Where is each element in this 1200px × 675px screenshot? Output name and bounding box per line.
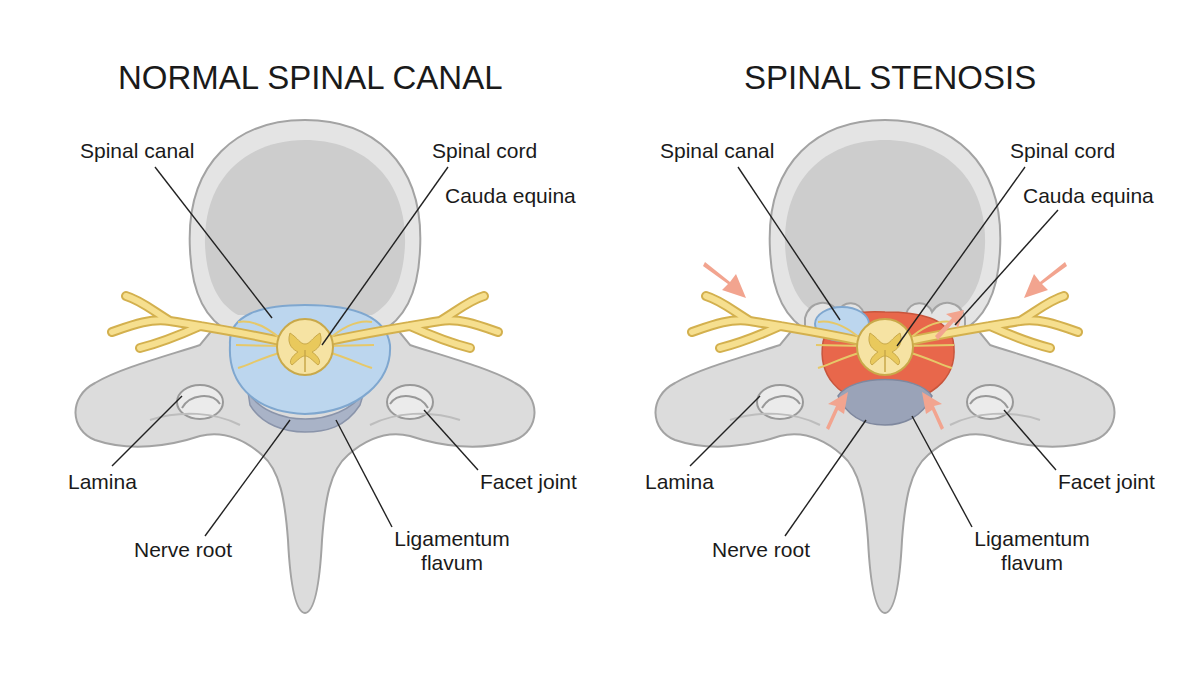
part-label: Facet joint [1058,470,1155,494]
leader-line [738,167,840,320]
nerves-left [692,296,865,368]
part-label: Lamina [68,470,137,494]
leader-line [912,416,972,527]
leader-line [1004,410,1056,470]
leader-line [322,167,448,345]
leader-line [112,396,182,466]
leader-line [955,210,1058,325]
compression-arrow [703,262,746,298]
part-label: Spinal cord [1010,139,1115,163]
part-label: Spinal cord [432,139,537,163]
cord [277,319,333,375]
leader-line [424,410,478,470]
part-label: Ligamentum flavum [387,527,517,574]
leader-line [205,420,290,536]
compression-arrow [826,392,848,430]
compression-arrows [703,262,1067,430]
leader-line [155,167,272,318]
leader-lines [112,167,1058,536]
part-label: Ligamentum flavum [967,527,1097,574]
part-label: Cauda equina [1023,184,1154,208]
panel-heading: SPINAL STENOSIS [744,60,1036,97]
part-label: Cauda equina [445,184,576,208]
part-label: Nerve root [134,538,232,562]
nerves-left [112,296,285,368]
leader-line [336,420,392,527]
part-label: Spinal canal [80,139,194,163]
compression-arrow [922,392,944,430]
cord [857,319,913,375]
part-label: Lamina [645,470,714,494]
leader-line [690,396,760,466]
nerves-right [325,296,498,368]
part-label: Facet joint [480,470,577,494]
nerves-right [905,296,1078,368]
compression-arrow [1024,262,1067,298]
thickened-ligamentum [838,380,932,426]
panel-heading: NORMAL SPINAL CANAL [118,60,503,97]
leader-line [785,420,866,536]
part-label: Nerve root [712,538,810,562]
part-label: Spinal canal [660,139,774,163]
compression-arrow [935,310,964,340]
